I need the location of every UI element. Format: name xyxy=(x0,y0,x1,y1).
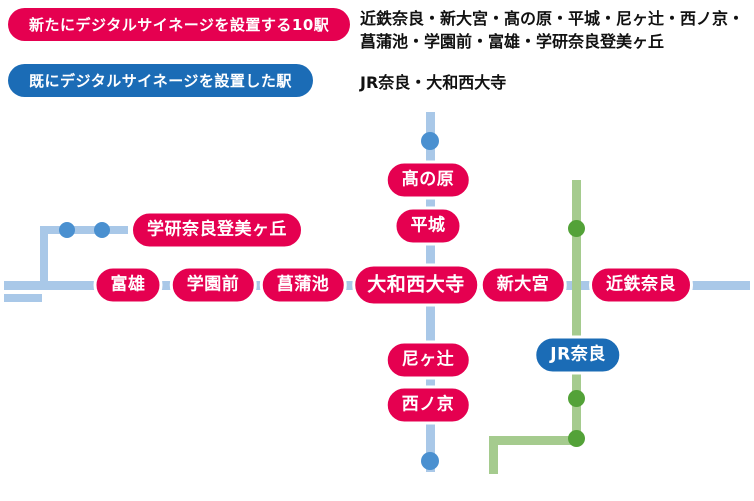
station-gakken-nara-tomigaoka: 学研奈良登美ヶ丘 xyxy=(130,210,304,250)
jr-line-south-vertical xyxy=(489,436,498,474)
station-tomio: 富雄 xyxy=(93,265,163,305)
keihanna-branch-horizontal xyxy=(40,226,128,234)
station-nishinokyo: 西ノ京 xyxy=(384,385,472,425)
station-amagatsuji: 尼ヶ辻 xyxy=(384,340,472,380)
jr-line-bend-horizontal xyxy=(489,436,581,445)
branch-dot-2 xyxy=(94,222,110,238)
legend-new-badge: 新たにデジタルサイネージを設置する10駅 xyxy=(8,8,351,41)
jr-line-dot-south xyxy=(568,430,585,447)
branch-dot-1 xyxy=(59,222,75,238)
jr-line-dot-north xyxy=(568,220,585,237)
kashihara-line-dot-south xyxy=(421,452,439,470)
legend-new-stations: 近鉄奈良・新大宮・髙の原・平城・尼ヶ辻・西ノ京・菖蒲池・学園前・富雄・学研奈良登… xyxy=(360,9,745,51)
station-gakuemmae: 学園前 xyxy=(169,265,257,305)
keihanna-branch-vertical xyxy=(40,229,48,286)
jr-line-vertical xyxy=(572,180,581,442)
station-ayameike: 菖蒲池 xyxy=(259,265,347,305)
station-shin-omiya: 新大宮 xyxy=(479,265,567,305)
kyoto-line-dot-north xyxy=(421,132,439,150)
station-kintetsu-nara: 近鉄奈良 xyxy=(589,265,693,305)
legend-existing-badge: 既にデジタルサイネージを設置した駅 xyxy=(8,64,313,97)
jr-line-dot-mid xyxy=(568,390,585,407)
line-end-stub-left xyxy=(4,294,42,302)
legend-existing-stations: JR奈良・大和西大寺 xyxy=(360,73,507,92)
station-takanohara: 髙の原 xyxy=(384,160,472,200)
station-jr-nara: JR奈良 xyxy=(533,335,623,375)
station-yamato-saidaiji: 大和西大寺 xyxy=(352,263,480,307)
station-heijo: 平城 xyxy=(393,206,463,246)
